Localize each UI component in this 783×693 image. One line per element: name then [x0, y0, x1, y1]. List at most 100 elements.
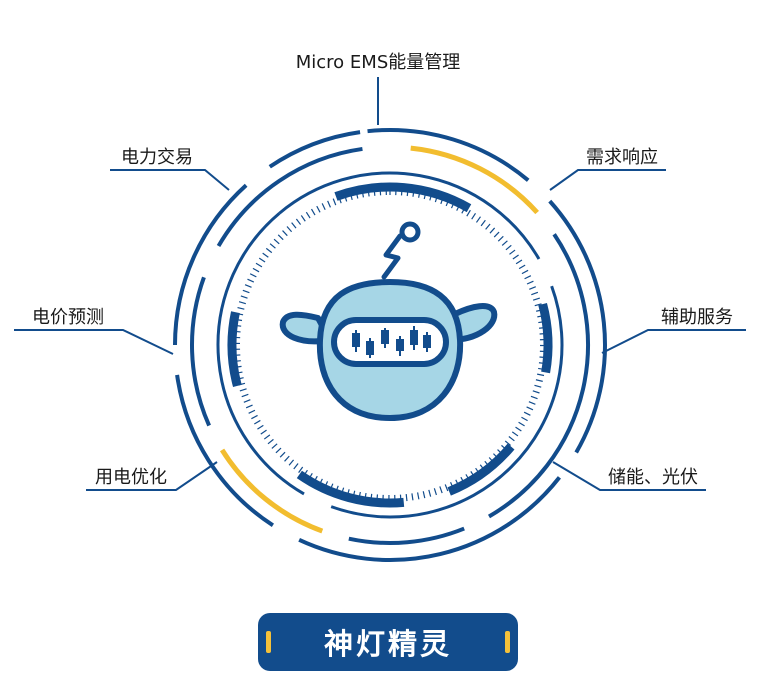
tick-mark	[422, 491, 426, 499]
outer-ring-segment	[367, 128, 530, 182]
connector-demand-response	[549, 169, 666, 191]
tick-mark	[511, 431, 519, 437]
tick-mark	[529, 286, 536, 290]
tick-mark	[535, 379, 543, 382]
label-power-trading: 电力交易	[121, 147, 193, 168]
tick-mark	[247, 278, 255, 283]
tick-mark	[531, 291, 539, 296]
tick-mark	[275, 447, 282, 454]
tick-mark	[244, 284, 252, 288]
tick-mark	[471, 213, 477, 220]
outer-ring-segment	[298, 476, 561, 562]
tick-mark	[286, 226, 293, 233]
tick-mark	[439, 486, 443, 494]
tick-ring-bar	[296, 470, 405, 508]
outer-ring-segment	[175, 374, 274, 527]
tick-mark	[505, 244, 512, 251]
connector-price-forecast	[14, 329, 174, 355]
middle-ring-segment	[487, 233, 590, 519]
tick-mark	[298, 466, 304, 474]
tick-mark	[480, 219, 486, 227]
tick-mark	[475, 216, 481, 223]
connector-power-optimization	[86, 461, 218, 491]
outer-ring-segment	[173, 183, 248, 346]
tick-mark	[444, 484, 449, 492]
tick-mark	[248, 409, 256, 414]
accent-arc-top-right	[410, 145, 540, 215]
tick-mark	[267, 438, 274, 445]
tick-mark	[240, 295, 248, 299]
tick-mark	[321, 203, 326, 210]
tick-mark	[293, 463, 299, 470]
tick-mark	[518, 421, 525, 427]
tick-mark	[504, 440, 512, 446]
tick-mark	[497, 235, 504, 242]
tick-ring-bar	[227, 311, 242, 388]
tick-mark	[238, 301, 246, 305]
tick-mark	[273, 238, 280, 245]
tick-mark	[262, 252, 269, 258]
label-storage-pv: 储能、光伏	[608, 467, 698, 488]
middle-ring-segment	[216, 146, 363, 248]
inner-ring-segment	[278, 171, 541, 260]
label-power-optimization: 用电优化	[95, 467, 167, 488]
tick-mark	[523, 411, 531, 416]
tick-mark	[279, 451, 286, 458]
tick-mark	[411, 493, 414, 501]
tick-mark	[521, 416, 528, 422]
candlestick-display	[352, 326, 431, 358]
tick-mark	[512, 254, 519, 260]
connector-ancillary-services	[601, 329, 746, 354]
tick-mark	[534, 303, 542, 307]
lamp-genie-robot-icon	[279, 221, 498, 421]
tick-mark	[485, 223, 491, 230]
tick-mark	[515, 259, 523, 265]
label-price-forecast: 电价预测	[32, 307, 104, 328]
tick-mark	[249, 273, 257, 278]
concentric-rings	[173, 128, 607, 562]
tick-mark	[501, 240, 508, 246]
tick-mark	[405, 494, 408, 502]
tick-mark	[305, 211, 311, 219]
tick-mark	[466, 209, 471, 217]
tick-mark	[537, 373, 545, 377]
outer-ring-segment	[548, 199, 607, 454]
badge-accent-left	[266, 631, 271, 653]
tick-mark	[263, 434, 271, 440]
tick-mark	[532, 390, 540, 394]
tick-mark	[310, 208, 316, 216]
inner-ring-segment	[216, 212, 305, 496]
tick-mark	[252, 267, 260, 273]
tick-mark	[528, 401, 536, 405]
middle-ring-segment	[348, 526, 465, 545]
tick-mark	[265, 247, 273, 254]
title-badge: 神灯精灵	[258, 613, 518, 671]
tick-mark	[284, 455, 290, 462]
page-title: 神灯精灵	[323, 627, 452, 661]
tick-mark	[243, 399, 251, 403]
inner-ring-segment	[330, 285, 564, 519]
middle-ring-segment	[190, 276, 211, 427]
tick-mark	[515, 426, 522, 432]
tick-mark	[257, 424, 264, 430]
tick-mark	[524, 275, 532, 280]
tick-mark	[277, 234, 284, 241]
tick-mark	[245, 404, 253, 409]
tick-mark	[428, 489, 432, 497]
tick-mark	[509, 249, 516, 255]
tick-mark	[242, 289, 250, 294]
tick-mark	[241, 393, 249, 398]
tick-mark	[237, 306, 245, 310]
tick-mark	[260, 429, 267, 435]
connector-power-trading	[110, 169, 230, 191]
tick-mark	[521, 269, 529, 275]
tick-mark	[271, 443, 278, 449]
tick-mark	[269, 243, 276, 249]
label-micro-ems: Micro EMS能量管理	[296, 52, 461, 73]
tick-mark	[518, 264, 526, 270]
tick-mark	[258, 257, 266, 263]
tick-mark	[288, 459, 295, 466]
tick-mark	[534, 384, 542, 388]
outer-ring-segment	[268, 130, 361, 169]
